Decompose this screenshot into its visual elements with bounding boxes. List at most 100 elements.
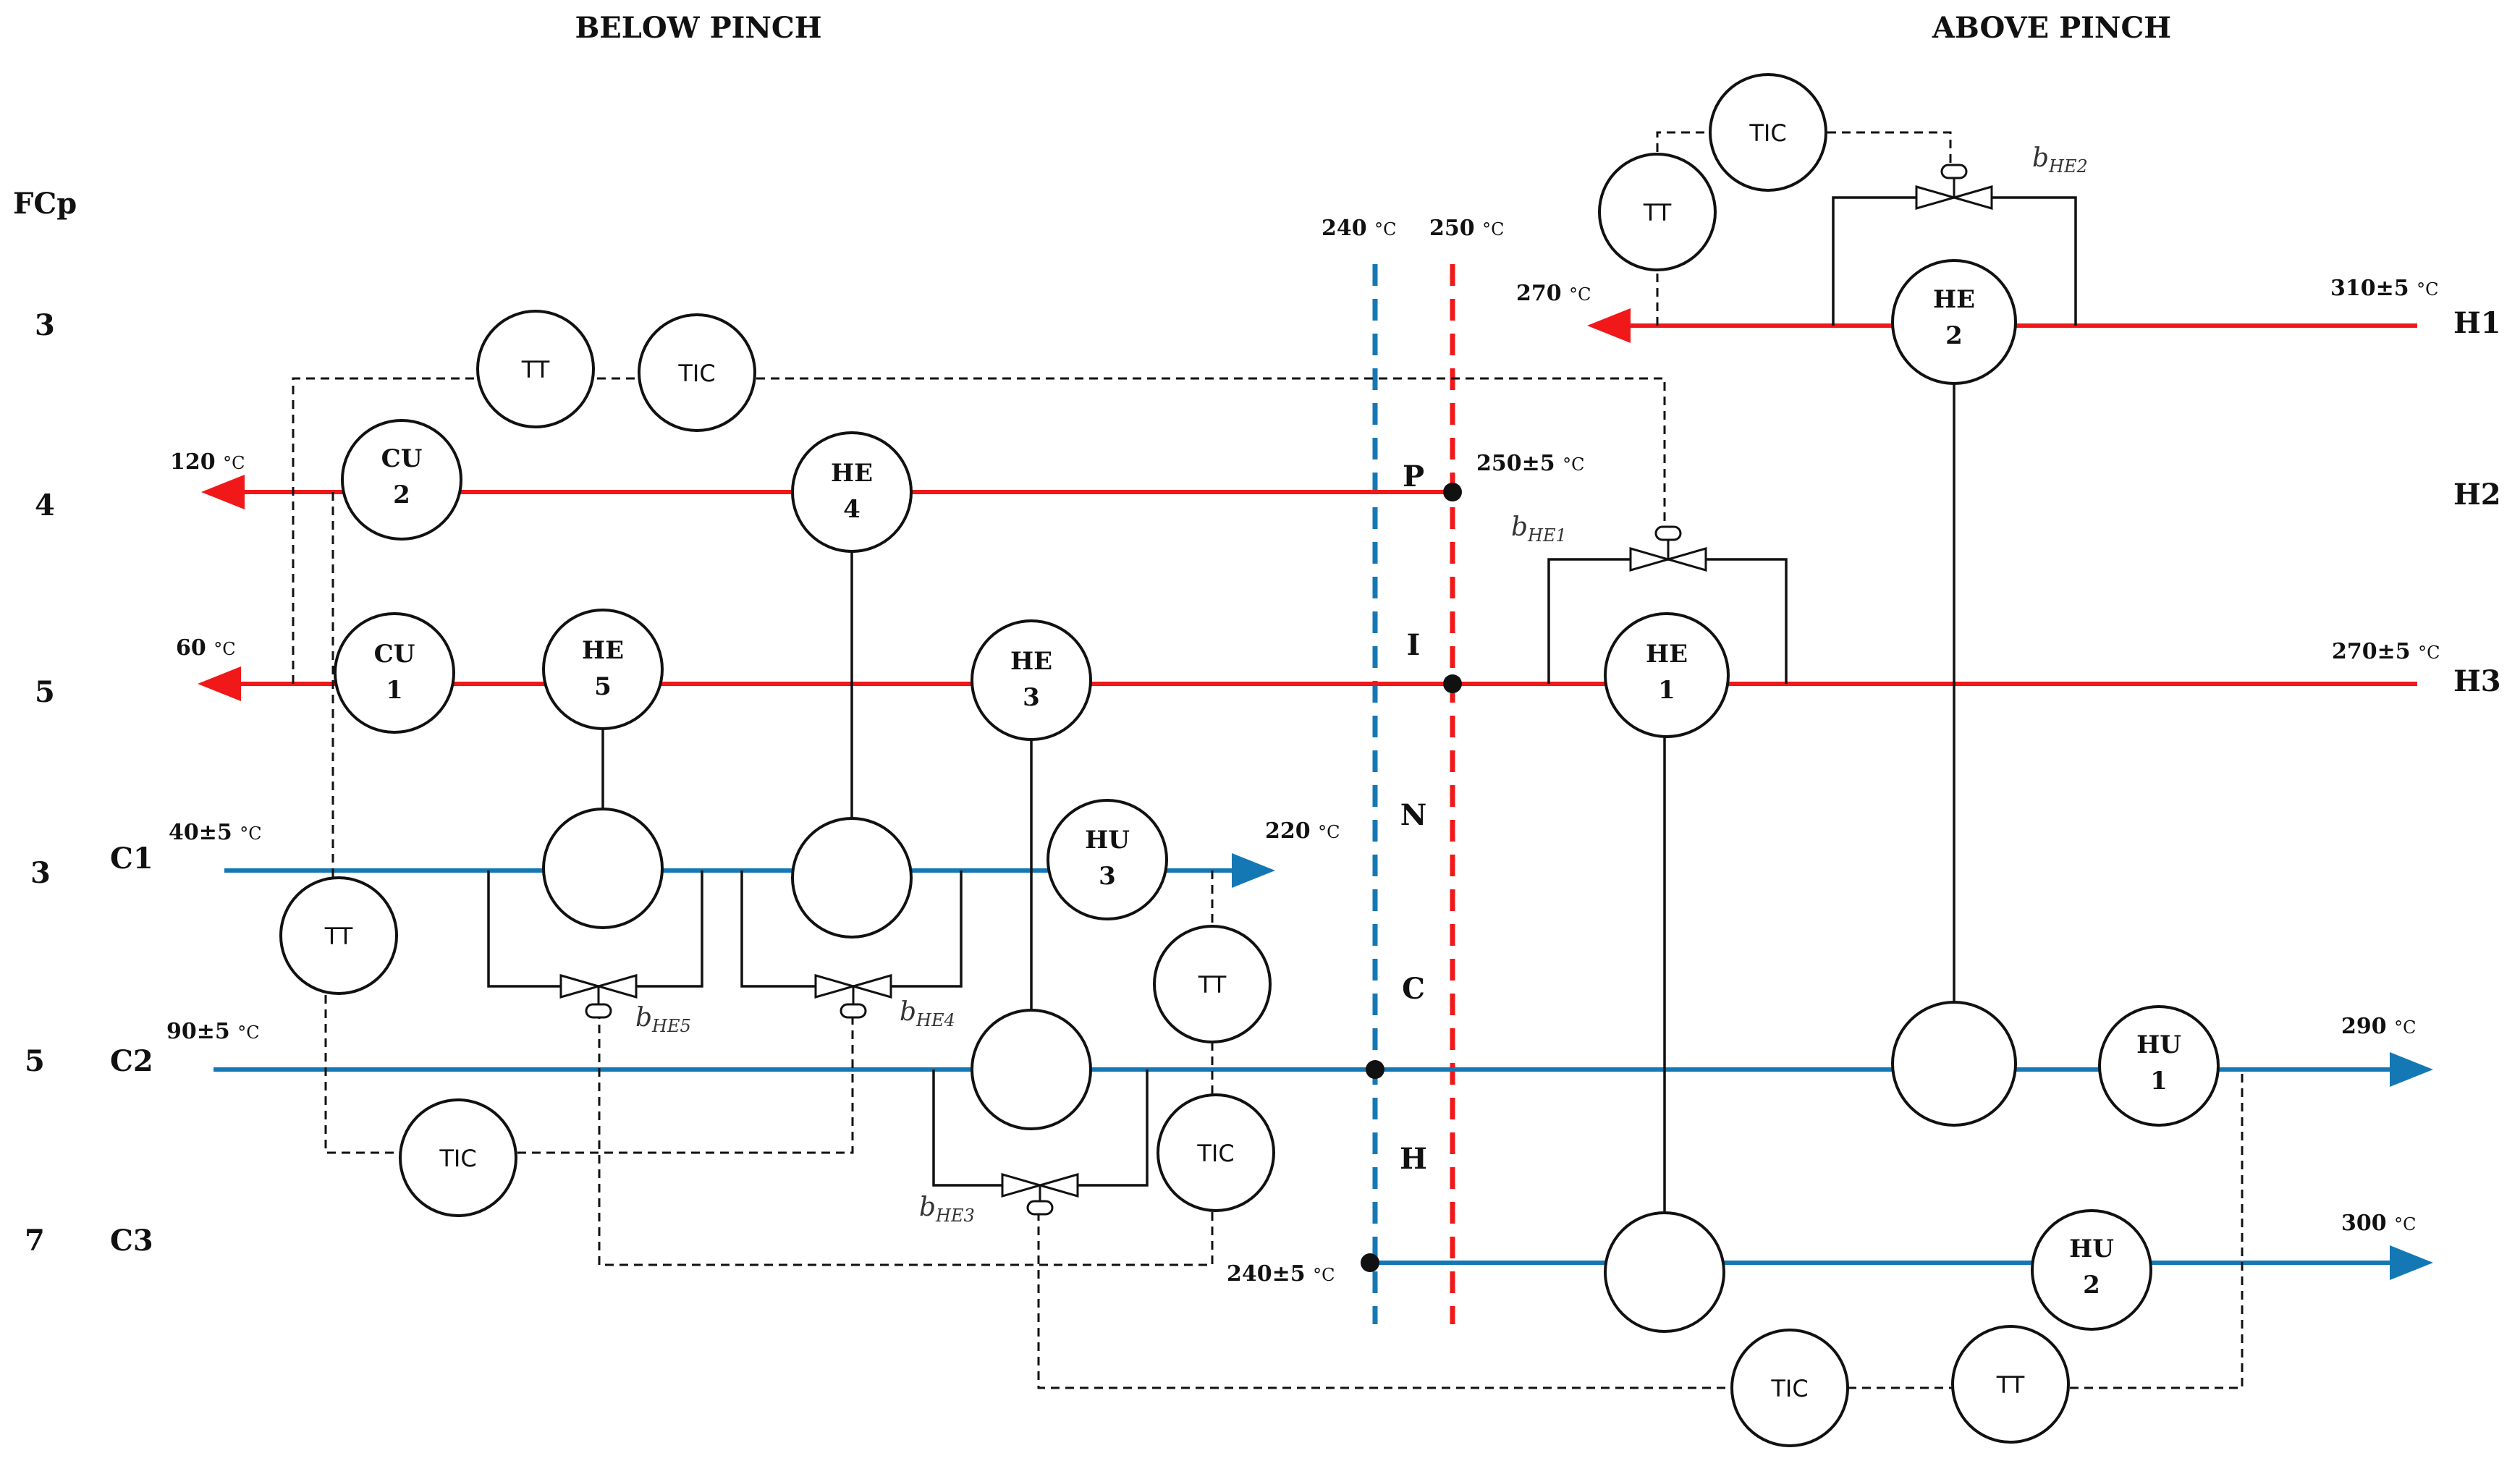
unit-he2-bottom: 2 (1945, 321, 1963, 350)
junction-dot-c3 (1361, 1253, 1379, 1272)
temp-c2-outlet: 290 °C (2341, 1014, 2416, 1039)
fcp-c3: 7 (25, 1224, 45, 1258)
unit-hu2-bottom: 2 (2083, 1271, 2100, 1300)
unit-cu2-top: CU (381, 444, 423, 473)
fcp-c2: 5 (25, 1044, 45, 1078)
fcp-h1: 3 (35, 308, 55, 342)
unit-he1-bottom: 1 (1658, 676, 1675, 705)
temp-c1-outlet: 220 °C (1265, 818, 1340, 844)
unit-cu2[interactable]: CU 2 (341, 419, 462, 541)
temp-c3-outlet: 300 °C (2341, 1211, 2416, 1236)
temp-h2-inlet: 250±5 °C (1476, 451, 1584, 476)
temp-h1-inlet: 310±5 °C (2330, 276, 2438, 301)
svg-text:TIC: TIC (1770, 1375, 1808, 1402)
tt-he2[interactable]: TT (1598, 153, 1717, 271)
bypass-label-he3: bHE3 (919, 1193, 975, 1226)
valve-bhe4[interactable] (814, 974, 892, 1019)
junction-dot-c2 (1366, 1060, 1384, 1079)
bypass-label-he5: bHE5 (635, 1003, 691, 1036)
unit-hu1[interactable]: HU 1 (2098, 1005, 2220, 1127)
match-circle-he5-c1[interactable] (542, 808, 664, 929)
unit-he2[interactable]: HE 2 (1891, 259, 2017, 385)
svg-text:TT: TT (324, 923, 353, 950)
below-pinch-title: BELOW PINCH (575, 11, 821, 45)
unit-he3[interactable]: HE 3 (971, 619, 1092, 741)
stream-label-c2: C2 (110, 1044, 153, 1078)
temp-h3-outlet: 60 °C (176, 635, 236, 661)
tt-top[interactable]: TT (476, 310, 595, 428)
unit-hu3-bottom: 3 (1099, 862, 1116, 891)
tic-bottom[interactable]: TIC (1730, 1329, 1849, 1447)
unit-cu2-bottom: 2 (393, 480, 410, 509)
svg-text:TIC: TIC (677, 360, 715, 387)
tt-bottom[interactable]: TT (1951, 1325, 2070, 1444)
unit-cu1[interactable]: CU 1 (334, 612, 455, 734)
pinch-temp-cold: 240 °C (1322, 216, 1396, 241)
unit-hu1-bottom: 1 (2150, 1067, 2168, 1096)
temp-h1-outlet: 270 °C (1516, 281, 1591, 306)
signal-top-left (292, 377, 481, 684)
unit-he5-top: HE (582, 636, 624, 665)
fcp-h2: 4 (35, 488, 55, 522)
fcp-h3: 5 (35, 675, 55, 709)
match-circle-he4-c1[interactable] (791, 817, 913, 939)
bypass-label-he1: bHE1 (1511, 512, 1567, 546)
tt-c1-right[interactable]: TT (1153, 925, 1272, 1043)
unit-hu3-top: HU (1085, 826, 1130, 855)
bypass-label-he2: bHE2 (2032, 143, 2088, 177)
svg-text:TIC: TIC (1196, 1140, 1234, 1167)
signal-tic-he2-valve (1827, 131, 1952, 169)
signal-tic-he5-valve (598, 1017, 1214, 1266)
temp-h2-outlet: 120 °C (170, 449, 245, 475)
pinch-letter-n: N (1400, 798, 1427, 832)
tic-top[interactable]: TIC (638, 313, 756, 432)
unit-he5-bottom: 5 (594, 672, 612, 701)
unit-he4-bottom: 4 (843, 495, 861, 524)
unit-he3-bottom: 3 (1023, 683, 1040, 712)
unit-cu1-bottom: 1 (386, 676, 403, 705)
unit-he3-top: HE (1010, 647, 1052, 676)
tic-he2[interactable]: TIC (1709, 73, 1827, 192)
unit-cu1-top: CU (374, 640, 415, 669)
match-circle-he2-c2[interactable] (1891, 1001, 2017, 1127)
svg-text:TT: TT (1643, 199, 1672, 226)
tic-bottom-left[interactable]: TIC (399, 1098, 517, 1217)
unit-hu2[interactable]: HU 2 (2031, 1209, 2152, 1331)
stream-label-c1: C1 (110, 842, 153, 876)
valve-bhe1[interactable] (1629, 525, 1707, 572)
stream-label-h3: H3 (2453, 664, 2501, 698)
unit-he1-top: HE (1646, 640, 1688, 669)
junction-dot-h3 (1443, 674, 1462, 693)
unit-he5[interactable]: HE 5 (542, 609, 664, 730)
stream-label-h2: H2 (2453, 478, 2501, 512)
pinch-letter-p: P (1403, 459, 1424, 494)
match-circle-he3-c2[interactable] (971, 1009, 1092, 1130)
signal-tic-he4-valve (517, 1017, 854, 1154)
signal-he3-valve-tic (1037, 1212, 1732, 1389)
pinch-temp-hot: 250 °C (1429, 216, 1504, 241)
signal-tt-tic-left (324, 995, 402, 1154)
above-pinch-title: ABOVE PINCH (1932, 11, 2171, 45)
unit-hu3[interactable]: HU 3 (1047, 799, 1168, 920)
fcp-header: FCp (13, 187, 77, 221)
valve-bhe5[interactable] (559, 974, 638, 1019)
temp-h3-inlet: 270±5 °C (2332, 639, 2440, 664)
signal-tt-c2-out (2070, 1070, 2244, 1389)
temp-c3-inlet: 240±5 °C (1227, 1261, 1335, 1287)
tt-c1-left[interactable]: TT (279, 876, 398, 995)
bypass-label-he4: bHE4 (900, 997, 955, 1030)
unit-he4[interactable]: HE 4 (791, 431, 913, 553)
valve-bhe2[interactable] (1915, 164, 1993, 210)
pinch-letter-h: H (1400, 1142, 1427, 1176)
match-circle-he1-c3[interactable] (1604, 1211, 1725, 1333)
temp-c1-inlet: 40±5 °C (169, 820, 262, 845)
svg-text:TT: TT (521, 356, 550, 384)
unit-he4-top: HE (831, 459, 873, 488)
stream-label-h1: H1 (2453, 306, 2501, 340)
unit-hu1-top: HU (2136, 1030, 2181, 1059)
svg-text:TT: TT (1996, 1371, 2025, 1399)
tic-c2-right[interactable]: TIC (1157, 1093, 1275, 1212)
unit-he1[interactable]: HE 1 (1604, 612, 1730, 738)
valve-bhe3[interactable] (1001, 1173, 1079, 1216)
